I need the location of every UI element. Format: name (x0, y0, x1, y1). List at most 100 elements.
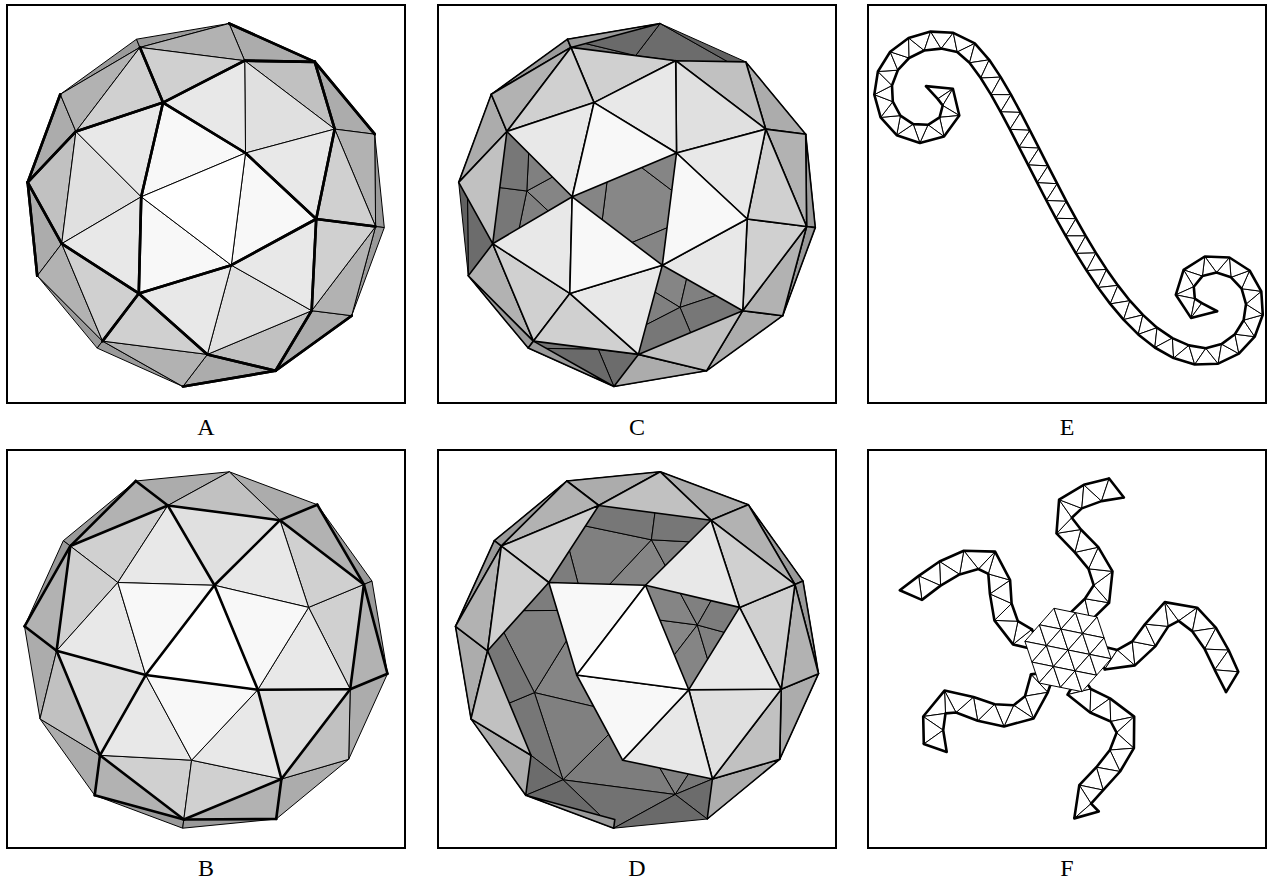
net-triangle (1235, 334, 1255, 354)
fold-line (276, 311, 312, 371)
net-outline (900, 590, 922, 600)
fold-line (141, 103, 163, 197)
fold-line (163, 103, 245, 153)
sphere-face (459, 132, 507, 244)
sphere-face (183, 819, 277, 828)
figure-panel (7, 450, 405, 848)
fold-line (28, 131, 76, 182)
fold-line (57, 651, 146, 675)
inner-face (614, 795, 708, 829)
net-outline (1202, 303, 1217, 311)
fold-line (146, 675, 258, 690)
fold-line (28, 182, 38, 275)
fold-line (76, 103, 163, 132)
net-triangle (1019, 130, 1039, 148)
fold-line (245, 61, 315, 62)
fold-line (100, 675, 146, 755)
net-triangle (1037, 166, 1057, 184)
panel-label: D (438, 855, 836, 881)
net-triangle (1028, 148, 1048, 166)
fold-line (276, 316, 352, 371)
fold-line (280, 520, 364, 584)
figure-panel (7, 5, 405, 403)
panel-frame (7, 5, 405, 403)
panel-content (28, 23, 385, 386)
sphere-face (62, 197, 142, 294)
fold-line (103, 293, 139, 341)
sphere-face (568, 24, 661, 48)
net-outline (874, 32, 1246, 349)
fold-line (350, 584, 364, 689)
fold-line (62, 244, 139, 294)
sphere-face (471, 651, 531, 756)
fold-line (316, 219, 375, 227)
net-triangle (1090, 654, 1112, 675)
fold-line (168, 506, 215, 586)
fold-line (281, 689, 350, 779)
fold-line (229, 23, 315, 61)
fold-line (28, 131, 76, 182)
fold-line (246, 153, 317, 219)
fold-line (184, 779, 282, 820)
net-triangle (1010, 112, 1030, 130)
fold-line (229, 23, 315, 61)
net-triangle (1075, 671, 1097, 692)
fold-line (207, 354, 275, 370)
net-outline (1057, 478, 1110, 616)
fold-line (139, 293, 208, 354)
fold-line (76, 103, 163, 132)
fold-line (139, 265, 231, 293)
fold-line (70, 481, 136, 546)
fold-line (28, 182, 38, 275)
fold-line (62, 244, 139, 294)
fold-line (100, 755, 184, 819)
fold-line (280, 505, 317, 520)
sphere-face (689, 607, 781, 689)
fold-line (28, 94, 61, 182)
net-triangle (1074, 804, 1099, 819)
fold-line (350, 674, 387, 689)
fold-line (207, 354, 275, 370)
fold-line (95, 795, 184, 819)
net-outline (926, 86, 938, 99)
fold-line (139, 265, 231, 293)
net-outline (1099, 602, 1238, 672)
sphere-face (231, 153, 316, 265)
panel-frame (868, 450, 1266, 848)
fold-line (231, 219, 316, 265)
fold-line (141, 103, 163, 197)
sphere-face (526, 795, 615, 828)
fold-line (317, 505, 364, 585)
net-triangle (1001, 95, 1021, 113)
sphere-face (599, 472, 711, 520)
panel-content (874, 32, 1263, 365)
fold-line (258, 688, 350, 691)
fold-line (28, 94, 61, 182)
fold-line (276, 316, 352, 371)
fold-line (139, 293, 208, 354)
panel-label: A (7, 414, 405, 440)
sphere-face (375, 134, 385, 227)
fold-line (312, 219, 317, 311)
fold-line (214, 585, 257, 689)
fold-line (136, 481, 168, 506)
sphere-face (572, 103, 676, 197)
net-outline (922, 569, 1041, 651)
fold-line (214, 520, 280, 585)
figure-panel (868, 5, 1266, 403)
fold-line (57, 546, 71, 651)
fold-line (315, 62, 375, 134)
sphere-face (146, 675, 258, 760)
net-triangle (940, 562, 960, 586)
net-outline (900, 551, 1032, 630)
figure-panel (438, 5, 836, 403)
fold-line (258, 690, 282, 779)
sphere-face (146, 585, 258, 689)
fold-line (25, 626, 57, 651)
fold-line (315, 62, 375, 134)
fold-line (168, 506, 280, 521)
net-triangle (1215, 670, 1239, 692)
net-outline (923, 674, 1031, 744)
panel-frame (868, 5, 1266, 403)
sphere-face (662, 153, 747, 265)
